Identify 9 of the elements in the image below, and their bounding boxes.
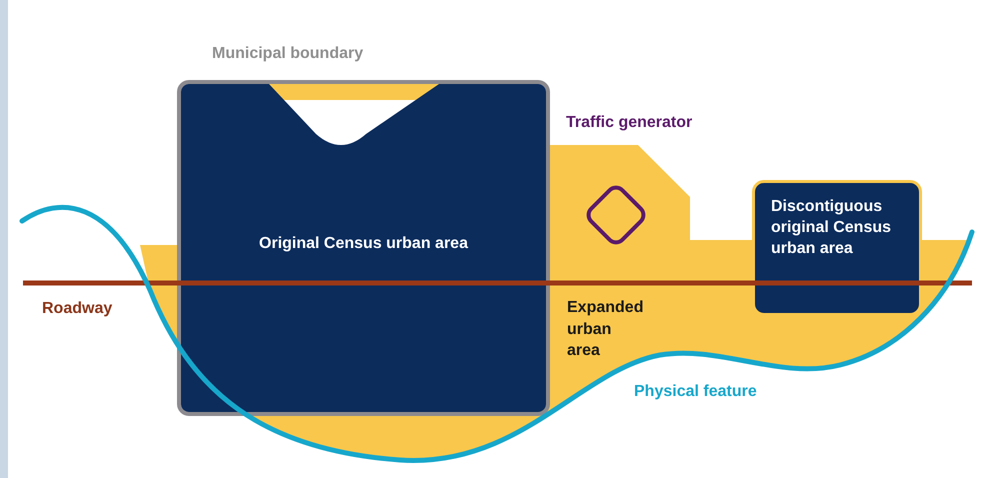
area-label: Discontiguous original Census urban area [771,197,892,259]
urban-area-box [177,80,550,416]
expanded-area-label: Expanded urban area [567,298,644,362]
boundary-label: Municipal boundary [212,44,364,64]
generator-label: Traffic generator [566,113,692,133]
roadway-label: Roadway [42,299,112,319]
physical-feature-label: Physical feature [634,382,757,402]
urban-area-box [752,180,922,316]
area-label: Original Census urban area [258,234,470,254]
